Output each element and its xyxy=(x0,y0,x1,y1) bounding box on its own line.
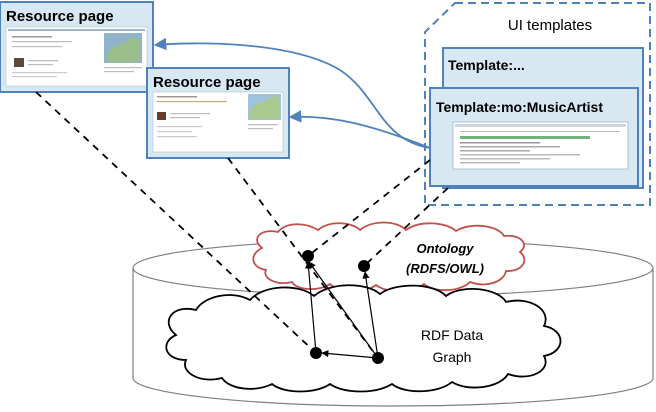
ontology-node-1 xyxy=(302,250,314,262)
ontology-node-2 xyxy=(358,260,370,272)
graph-nodes xyxy=(302,250,384,364)
resource-page-window-1: Resource page xyxy=(0,1,154,93)
ui-templates-title: UI templates xyxy=(508,17,592,34)
edge-node2-to-node1 xyxy=(321,349,379,359)
arrow-to-resource-page-1 xyxy=(153,37,431,149)
edge-node1-to-class1 xyxy=(304,261,317,354)
template-music-artist-card: Template:mo:MusicArtist xyxy=(429,87,639,187)
resource-page-window-2: Resource page xyxy=(146,67,290,159)
arrow-to-resource-page-2 xyxy=(288,110,431,149)
rdf-node-2 xyxy=(372,352,384,364)
ontology-label-line1: Ontology xyxy=(416,241,474,256)
dashed-line-page1 xyxy=(35,91,317,354)
graph-edges xyxy=(304,261,379,359)
template-to-resource-arrows xyxy=(153,37,431,149)
resource-page-1-screenshot xyxy=(5,26,148,87)
resource-page-1-title: Resource page xyxy=(6,8,114,25)
rdf-label-line2: Graph xyxy=(433,349,472,365)
template-generic-label: Template:... xyxy=(448,57,525,73)
ontology-label-line2: (RDFS/OWL) xyxy=(406,261,484,276)
edge-node2-to-class2 xyxy=(362,271,379,359)
resource-page-2-title: Resource page xyxy=(153,74,261,91)
ontology-cloud: Ontology (RDFS/OWL) xyxy=(252,221,526,293)
resource-page-2-screenshot xyxy=(152,91,284,153)
edge-node2-to-class1 xyxy=(308,261,379,359)
dashed-projection-lines xyxy=(35,91,449,359)
rdf-node-1 xyxy=(310,347,322,359)
template-thumbnail xyxy=(452,121,629,170)
template-music-artist-label: Template:mo:MusicArtist xyxy=(436,99,603,115)
dashed-line-template-b xyxy=(363,187,449,267)
dashed-line-page2 xyxy=(227,157,379,359)
rdf-label-line1: RDF Data xyxy=(421,327,483,343)
